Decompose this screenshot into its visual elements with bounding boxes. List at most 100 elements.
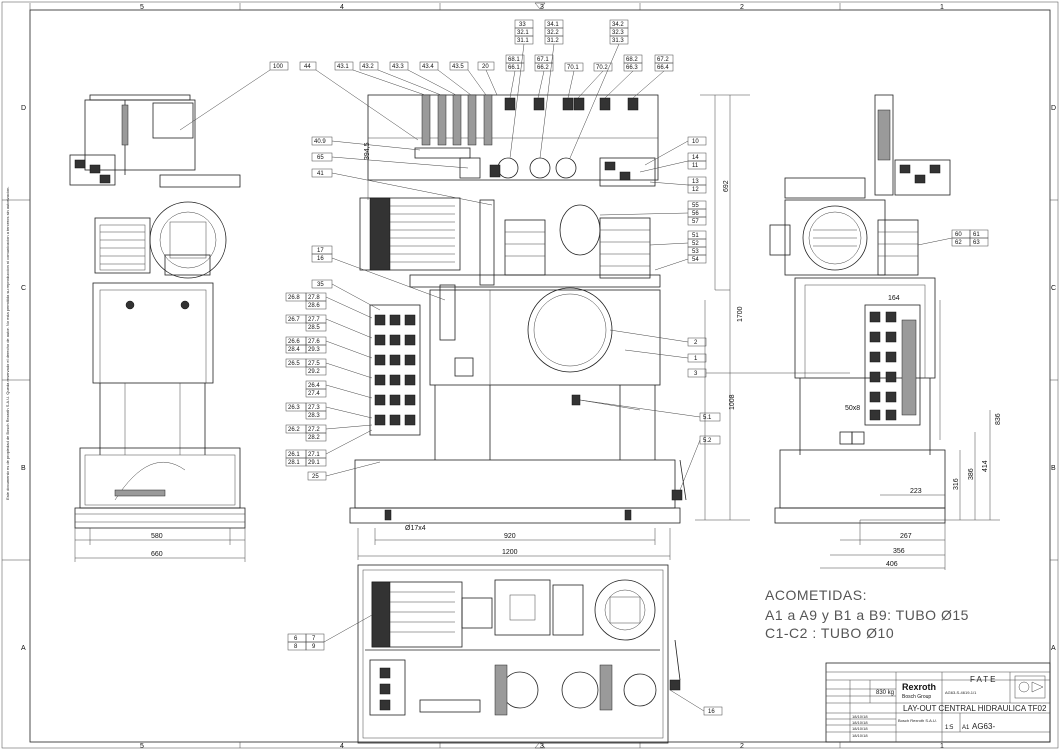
callout-5-2: 5.2 — [703, 438, 712, 444]
dim-316: 316 — [953, 478, 960, 490]
front-view: Ø17x4 920 1200 394,5 692 1700 1008 — [349, 94, 750, 560]
callout-66-1: 66.1 — [508, 65, 520, 71]
callout-61: 61 — [973, 232, 980, 238]
callout-28-5: 28.5 — [308, 325, 320, 331]
dim-414: 414 — [982, 460, 989, 472]
tb-date-1: 18/10/18 — [852, 714, 868, 719]
callout-65: 65 — [317, 155, 324, 161]
callout-26-4: 26.4 — [308, 383, 320, 389]
callout-43-4: 43.4 — [422, 64, 434, 70]
dim-356: 356 — [893, 548, 905, 555]
callout-27-5: 27.5 — [308, 361, 320, 367]
callout-26-7: 26.7 — [288, 317, 300, 323]
tb-date-3: 18/10/18 — [852, 726, 868, 731]
callout-7: 7 — [312, 636, 316, 642]
callout-34-2: 34.2 — [612, 22, 624, 28]
frame-row-left-2: C — [21, 285, 26, 292]
frame-row-left-1: D — [21, 105, 26, 112]
callout-29-3: 29.3 — [308, 347, 320, 353]
callout-67-2: 67.2 — [657, 57, 669, 63]
callout-6: 6 — [294, 636, 298, 642]
callout-13: 13 — [692, 179, 699, 185]
callout-67-1: 67.1 — [537, 57, 549, 63]
callout-68-2: 68.2 — [626, 57, 638, 63]
callout-100: 100 — [273, 64, 284, 70]
frame-row-right-1: D — [1051, 105, 1056, 112]
dim-50x8: 50x8 — [845, 405, 860, 412]
callout-53: 53 — [692, 249, 699, 255]
callout-34-1: 34.1 — [547, 22, 559, 28]
callout-57: 57 — [692, 219, 699, 225]
callout-25: 25 — [312, 474, 319, 480]
tb-sheet: A1 — [962, 725, 970, 731]
dim-394-5: 394,5 — [364, 142, 371, 160]
callout-66-3: 66.3 — [626, 65, 638, 71]
frame-col-bottom-2: 4 — [340, 743, 344, 750]
callout-41: 41 — [317, 171, 324, 177]
callout-27-7: 27.7 — [308, 317, 320, 323]
tb-brand: Rexroth — [902, 682, 936, 692]
dim-580: 580 — [151, 533, 163, 540]
callout-27-1: 27.1 — [308, 452, 320, 458]
left-side-view: 580 660 — [69, 94, 246, 562]
callout-8: 8 — [294, 644, 298, 650]
callout-12: 12 — [692, 187, 699, 193]
callout-5-1: 5.1 — [703, 415, 712, 421]
frame-row-left-4: A — [21, 645, 26, 652]
connection-notes: ACOMETIDAS: A1 a A9 y B1 a B9: TUBO Ø15 … — [765, 587, 969, 641]
notes-line-1: A1 a A9 y B1 a B9: TUBO Ø15 — [765, 607, 969, 623]
frame-col-bottom-1: 5 — [140, 743, 144, 750]
callout-9: 9 — [312, 644, 316, 650]
dim-692: 692 — [723, 180, 730, 192]
callout-27-4: 27.4 — [308, 391, 320, 397]
callout-44: 44 — [304, 64, 311, 70]
callout-56: 56 — [692, 211, 699, 217]
dim-164: 164 — [888, 295, 900, 302]
title-block: 830 kg Rexroth Bosch Group FATE AG63-S-4… — [825, 662, 1051, 743]
frame-row-right-3: B — [1051, 465, 1056, 472]
callout-43-1: 43.1 — [337, 64, 349, 70]
frame-row-right-4: A — [1051, 645, 1056, 652]
callout-40-9: 40.9 — [314, 139, 326, 145]
callout-55: 55 — [692, 203, 699, 209]
callout-62: 62 — [955, 240, 962, 246]
callout-26-8: 26.8 — [288, 295, 300, 301]
tb-ref: AG63-S-4619-1/1 — [945, 690, 977, 695]
dim-920: 920 — [504, 533, 516, 540]
callout-66-2: 66.2 — [537, 65, 549, 71]
frame-row-right-2: C — [1051, 285, 1056, 292]
tb-group: Bosch Group — [902, 694, 931, 700]
callout-20: 20 — [482, 64, 489, 70]
callout-14: 14 — [692, 155, 699, 161]
callout-33: 33 — [519, 22, 526, 28]
dim-836: 836 — [995, 413, 1002, 425]
dim-406: 406 — [886, 561, 898, 568]
frame-col-top-1: 5 — [140, 4, 144, 11]
callout-27-2: 27.2 — [308, 427, 320, 433]
callout-51: 51 — [692, 233, 699, 239]
frame-col-bottom-5: 1 — [940, 743, 944, 750]
tb-title: LAY-OUT CENTRAL HIDRAULICA TF02 — [903, 704, 1047, 713]
tb-date-4: 18/10/18 — [852, 733, 868, 738]
callout-28-3: 28.3 — [308, 413, 320, 419]
callout-70-1: 70.1 — [567, 65, 579, 71]
callout-2: 2 — [694, 340, 698, 346]
callout-31-1: 31.1 — [517, 38, 529, 44]
callout-10: 10 — [692, 139, 699, 145]
callout-28-6: 28.6 — [308, 303, 320, 309]
callout-32-2: 32.2 — [547, 30, 559, 36]
dim-holes: Ø17x4 — [405, 525, 426, 532]
right-side-view: 164 50x8 836 414 386 316 223 267 356 406 — [769, 94, 1002, 570]
callout-27-8: 27.8 — [308, 295, 320, 301]
callout-1: 1 — [694, 356, 698, 362]
tb-drawing-no: AG63- — [972, 722, 995, 731]
callout-68-1: 68.1 — [508, 57, 520, 63]
callouts: 100 44 43.1 43.2 43.3 43.4 43.5 20 68.1 … — [179, 19, 989, 716]
callout-3: 3 — [694, 371, 698, 377]
frame-col-top-5: 1 — [940, 4, 944, 11]
tb-office: Bosch Rexroth S.A.U. — [898, 718, 937, 723]
notes-title: ACOMETIDAS: — [765, 587, 867, 603]
callout-11: 11 — [692, 163, 699, 169]
